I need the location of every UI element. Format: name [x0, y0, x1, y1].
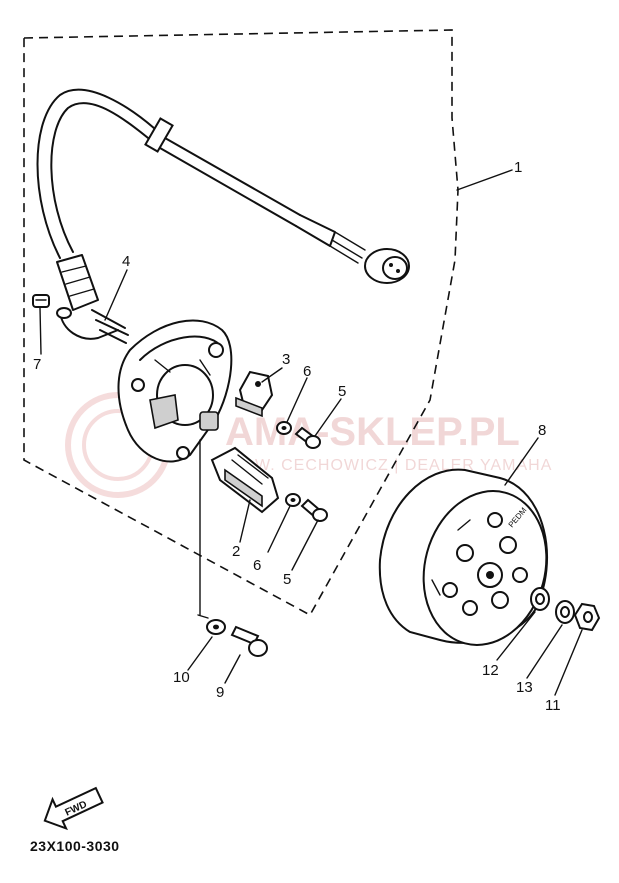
charge-coil	[210, 446, 280, 514]
callout-7: 7	[33, 356, 41, 373]
leader-lines	[39, 169, 583, 696]
wire-harness	[36, 88, 410, 344]
washer-upper	[276, 421, 292, 435]
washer-lower	[285, 493, 301, 507]
washer-10	[206, 619, 226, 635]
callout-1: 1	[514, 159, 522, 176]
grommet	[56, 254, 99, 311]
callout-4: 4	[122, 253, 130, 270]
watermark: AMA-SKLEP.PL W. CECHOWICZ | DEALER YAMAH…	[65, 392, 552, 498]
callout-8: 8	[538, 422, 546, 439]
screw-lower	[300, 498, 328, 522]
callout-3: 3	[282, 351, 290, 368]
callout-5-upper: 5	[338, 383, 346, 400]
callout-6-upper: 6	[303, 363, 311, 380]
callout-labels: 1 2 3 4 5 5 6 6 7 8 9 10 11 12 13	[33, 159, 561, 714]
callout-6-lower: 6	[253, 557, 261, 574]
bolt-9	[230, 625, 268, 657]
callout-9: 9	[216, 684, 224, 701]
lock-washer-13	[555, 600, 575, 624]
watermark-sub-text: W. CECHOWICZ | DEALER YAMAHA	[255, 457, 552, 474]
wire-clamp	[56, 307, 119, 340]
callout-12: 12	[482, 662, 499, 679]
callout-10: 10	[173, 669, 190, 686]
diagram-code: 23X100-3030	[30, 838, 120, 854]
assembly-boundary	[23, 29, 459, 617]
callout-2: 2	[232, 543, 240, 560]
fwd-arrow-icon: FWD	[43, 786, 104, 831]
stator-plate	[117, 319, 233, 463]
callout-5-lower: 5	[283, 571, 291, 588]
washer-12	[530, 587, 550, 611]
clamp-screw	[32, 294, 50, 308]
callout-11: 11	[545, 697, 561, 714]
pulser-coil	[235, 370, 274, 418]
watermark-main-text: AMA-SKLEP.PL	[225, 410, 520, 454]
screw-upper	[294, 426, 321, 449]
callout-13: 13	[516, 679, 533, 696]
nut-11	[573, 602, 601, 632]
flywheel-rotor: PEDM	[378, 468, 548, 646]
